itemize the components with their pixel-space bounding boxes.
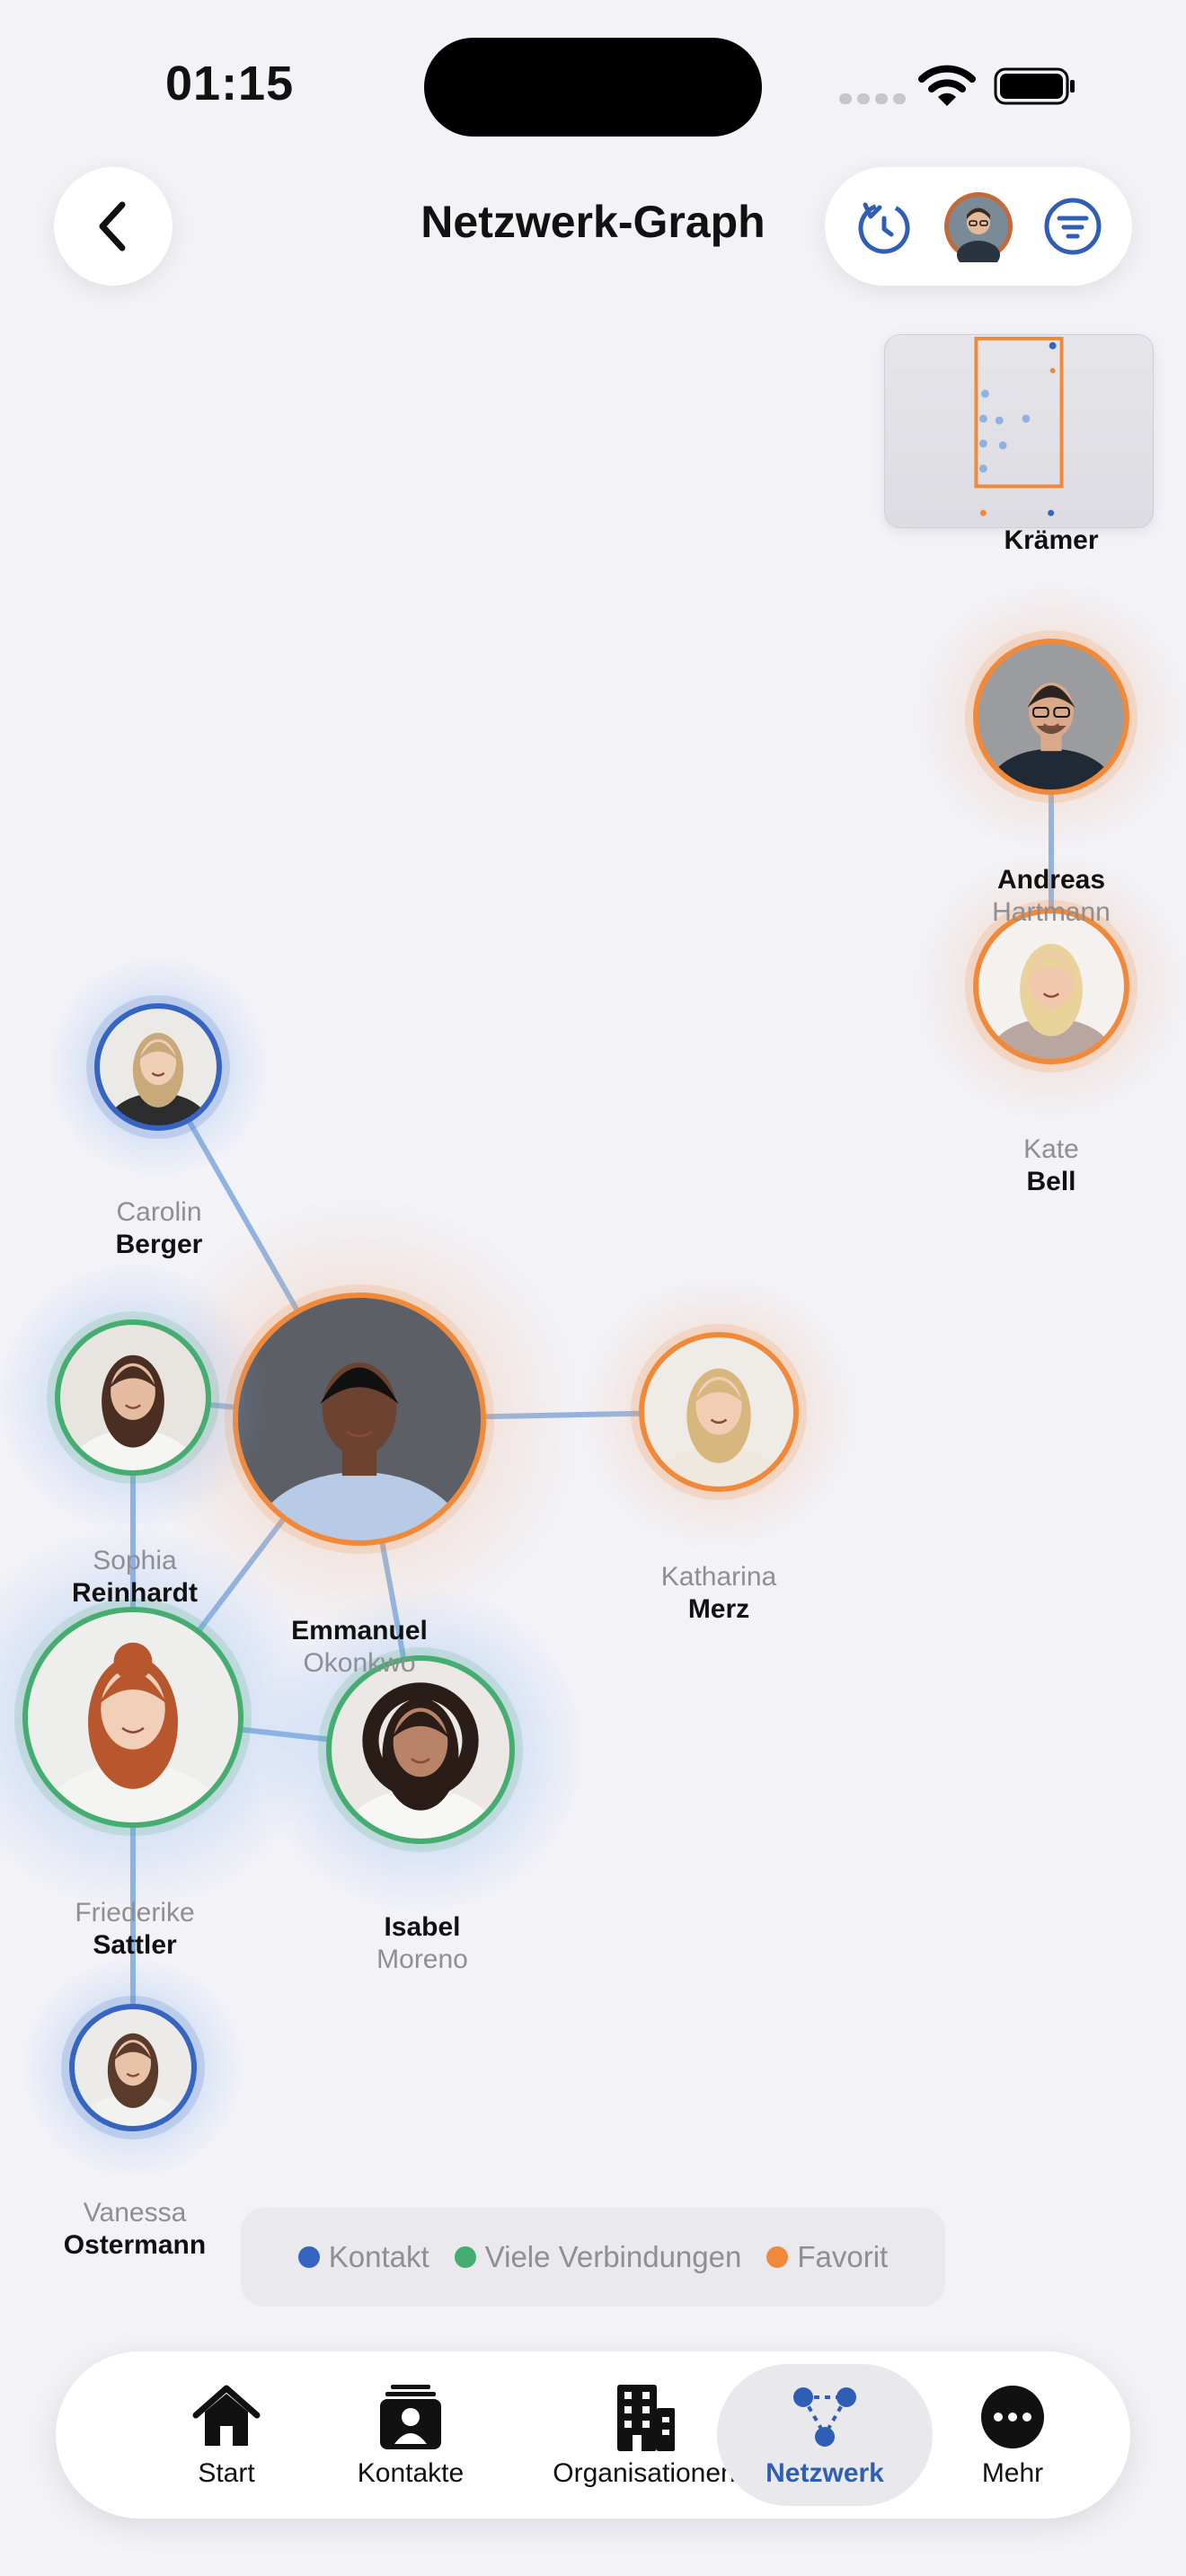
node-ring <box>639 1332 799 1492</box>
node-ring <box>326 1655 515 1844</box>
node-ring <box>973 908 1129 1064</box>
minimap-dot <box>979 509 987 516</box>
node-ring <box>55 1319 211 1476</box>
minimap-dot <box>1049 367 1056 374</box>
tab-organisationen[interactable]: Organisationen <box>476 2364 812 2506</box>
user-avatar-button[interactable] <box>943 190 1014 262</box>
wifi-icon <box>918 65 976 106</box>
contacts-icon <box>380 2385 441 2449</box>
minimap-dot <box>1048 509 1055 516</box>
tab-netzwerk[interactable]: Netzwerk <box>717 2364 933 2506</box>
legend-item-many-connections: Viele Verbindungen <box>454 2240 741 2274</box>
legend-dot <box>297 2246 320 2268</box>
node-ring <box>94 1003 222 1131</box>
network-icon <box>793 2387 856 2447</box>
legend-dot <box>454 2246 476 2268</box>
tab-kontakte[interactable]: Kontakte <box>298 2364 523 2506</box>
graph-node-emmanuel[interactable] <box>139 1199 580 1639</box>
legend-item-contact: Kontakt <box>297 2240 429 2274</box>
node-label-sophia: Sophia Reinhardt <box>71 1546 198 1608</box>
tab-start[interactable]: Start <box>119 2364 334 2506</box>
node-label-emmanuel: Emmanuel Okonkwo <box>291 1616 428 1678</box>
minimap-dot <box>978 439 987 448</box>
minimap-viewport <box>974 336 1064 489</box>
minimap-dot <box>978 414 987 423</box>
minimap-dot <box>1049 341 1057 349</box>
avatar <box>642 1336 795 1488</box>
graph-legend: Kontakt Viele Verbindungen Favorit <box>241 2208 945 2307</box>
reset-icon <box>858 202 910 254</box>
graph-node-isabel[interactable] <box>257 1586 584 1913</box>
chevron-left-icon <box>99 201 126 251</box>
filter-icon <box>1044 198 1102 255</box>
node-ring <box>22 1607 243 1828</box>
avatar <box>26 1610 240 1824</box>
avatar <box>236 1296 482 1542</box>
graph-node-sophia[interactable] <box>0 1262 269 1533</box>
node-ring <box>69 2004 197 2131</box>
node-label-vanessa: Vanessa Ostermann <box>63 2198 207 2260</box>
graph-node-vanessa[interactable] <box>22 1957 243 2178</box>
tab-bar: Start Kontakte Organisationen <box>56 2351 1130 2519</box>
node-ring <box>973 639 1129 795</box>
house-icon <box>192 2385 261 2446</box>
building-icon <box>617 2385 675 2451</box>
cellular-signal-icon <box>839 93 906 104</box>
node-label-carolin: Carolin Berger <box>115 1197 203 1259</box>
minimap-dot <box>998 441 1007 450</box>
node-label-isabel: Isabel Moreno <box>376 1912 468 1974</box>
graph-node-andreas[interactable] <box>916 581 1186 852</box>
minimap-dot <box>980 389 989 398</box>
graph-node-katharina[interactable] <box>580 1274 857 1550</box>
graph-node-carolin[interactable] <box>48 957 269 1178</box>
filter-button[interactable] <box>1037 190 1109 262</box>
minimap-dot <box>995 416 1004 425</box>
node-label-kraemer: Krämer <box>1004 525 1099 555</box>
back-button[interactable] <box>54 167 173 286</box>
graph-node-friederike[interactable] <box>0 1525 325 1910</box>
minimap-dot <box>1022 414 1031 423</box>
minimap[interactable] <box>884 334 1154 528</box>
node-label-katharina: Katharina Merz <box>660 1562 777 1624</box>
legend-item-favorite: Favorit <box>766 2240 888 2274</box>
more-icon <box>981 2386 1044 2448</box>
node-label-friederike: Friederike Sattler <box>75 1898 195 1960</box>
node-label-andreas: Andreas Hartmann <box>992 865 1111 927</box>
page-title: Netzwerk-Graph <box>420 197 766 247</box>
graph-nodes <box>0 581 1186 2178</box>
avatar <box>944 192 1013 262</box>
graph-node-kate[interactable] <box>916 851 1186 1122</box>
node-label-kate: Kate Bell <box>1023 1134 1079 1196</box>
minimap-dot <box>978 464 987 473</box>
dynamic-island <box>424 38 762 137</box>
tab-mehr[interactable]: Mehr <box>954 2364 1071 2506</box>
header-actions <box>825 167 1132 286</box>
legend-dot <box>766 2246 789 2268</box>
avatar <box>330 1659 511 1840</box>
reset-layout-button[interactable] <box>848 190 920 262</box>
status-time: 01:15 <box>165 57 295 110</box>
battery-icon <box>994 67 1075 105</box>
